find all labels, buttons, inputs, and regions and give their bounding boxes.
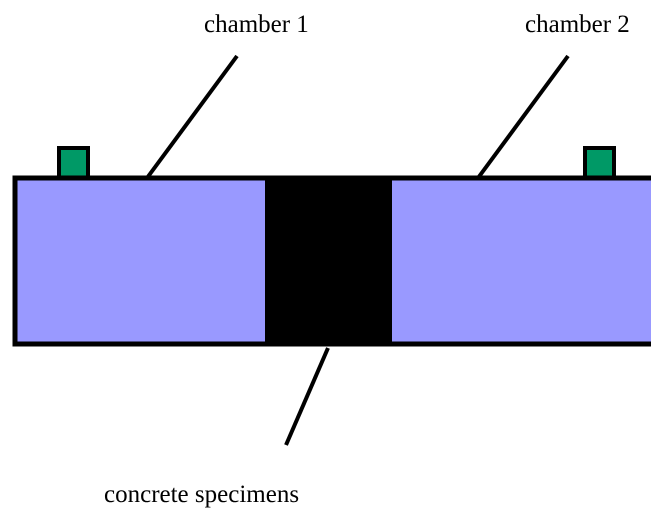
chamber-1-label: chamber 1 [204, 11, 309, 38]
chamber-1-port [57, 146, 90, 180]
chamber-1-leader-line [145, 54, 239, 180]
chamber-1 [15, 178, 267, 344]
concrete-specimens-label: concrete specimens [104, 481, 299, 508]
specimens-leader-line [284, 347, 330, 446]
chamber-2 [390, 178, 651, 344]
cell-outline [12, 175, 651, 347]
chamber-2-label: chamber 2 [525, 11, 630, 38]
chamber-2-port [583, 146, 616, 180]
chamber-2-leader-line [476, 54, 570, 180]
concrete-specimen-block [265, 178, 392, 344]
